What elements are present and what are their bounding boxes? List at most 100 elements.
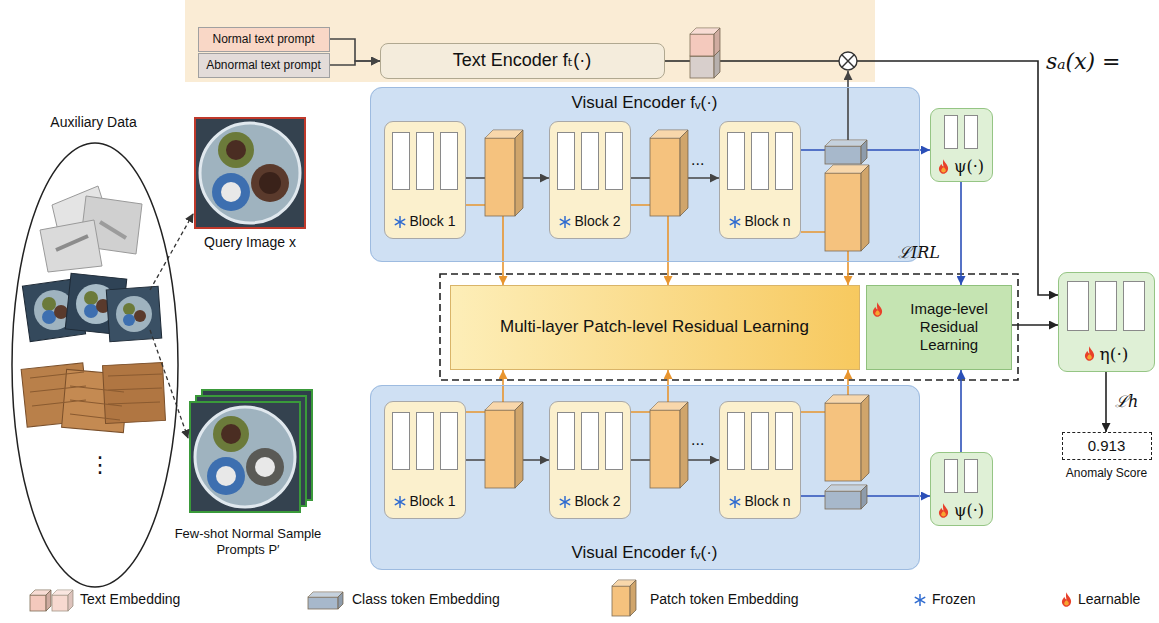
feature-slot bbox=[964, 115, 978, 149]
node-label: Block 1 bbox=[410, 213, 456, 230]
residual-group-outline bbox=[440, 274, 1018, 380]
class-token bbox=[861, 140, 867, 164]
frozen-icon bbox=[395, 499, 404, 504]
multiply-symbol bbox=[842, 55, 855, 68]
patch-residual-box: Multi-layer Patch-level Residual Learnin… bbox=[450, 285, 860, 370]
feature-slot bbox=[605, 132, 623, 190]
feature-slot bbox=[416, 412, 434, 470]
legend-swatch bbox=[308, 592, 343, 597]
feature-slot bbox=[964, 459, 978, 493]
frozen-icon bbox=[729, 496, 741, 508]
feature-slot bbox=[775, 132, 793, 190]
flow-arrow bbox=[960, 370, 962, 452]
patch-token bbox=[680, 130, 688, 216]
query-image bbox=[221, 182, 241, 202]
auxiliary-wood-tiles bbox=[30, 372, 162, 420]
ellipsis: ... bbox=[691, 430, 704, 449]
patch-token bbox=[825, 165, 869, 251]
frozen-icon bbox=[729, 216, 741, 228]
patch-token bbox=[650, 130, 688, 216]
class-token bbox=[825, 485, 867, 509]
projection-head: ψ(·) bbox=[930, 108, 993, 182]
visual-encoder-panel: Visual Encoder fᵥ(·)Block 1Block 2Block … bbox=[370, 385, 920, 570]
legend-swatch bbox=[308, 597, 338, 609]
legend-swatch bbox=[338, 592, 343, 609]
few-shot-normal-images bbox=[221, 424, 241, 444]
legend-swatch bbox=[52, 595, 68, 611]
patch-token bbox=[861, 165, 869, 251]
frozen-icon bbox=[560, 219, 569, 224]
legend-text: Class token Embedding bbox=[352, 591, 500, 608]
learnable-icon bbox=[941, 510, 946, 516]
edge-label: ℒh bbox=[1113, 392, 1140, 411]
patch-token bbox=[825, 395, 869, 481]
feature-slot bbox=[1067, 281, 1089, 331]
image-caption: Query Image x bbox=[204, 234, 296, 251]
frozen-icon bbox=[730, 499, 739, 504]
feature-slot bbox=[440, 132, 458, 190]
patch-token bbox=[861, 395, 869, 481]
patch-token bbox=[650, 410, 680, 488]
node-label: ψ(·) bbox=[954, 157, 984, 176]
query-image bbox=[251, 164, 289, 202]
encoder-panel-fill bbox=[370, 87, 920, 262]
frozen-icon bbox=[915, 597, 924, 602]
learnable-icon bbox=[939, 503, 948, 518]
query-image bbox=[212, 173, 250, 211]
auxiliary-gray-tiles bbox=[40, 220, 102, 272]
few-shot-normal-images bbox=[255, 457, 275, 477]
auxiliary-cable-tiles bbox=[134, 310, 146, 322]
node-label: Visual Encoder fᵥ(·) bbox=[572, 93, 718, 113]
node-label: Image-level Residual Learning bbox=[889, 300, 1009, 354]
ellipsis: ... bbox=[691, 150, 704, 169]
node-label: Block n bbox=[745, 493, 791, 510]
frozen-icon bbox=[730, 499, 739, 504]
auxiliary-cable-tiles bbox=[22, 273, 161, 342]
sampling-arrow bbox=[150, 214, 193, 438]
legend-swatch bbox=[30, 590, 51, 611]
auxiliary-cable-tiles bbox=[116, 296, 152, 332]
patch-token bbox=[515, 130, 523, 216]
node-label: Block n bbox=[745, 213, 791, 230]
learnable-icon bbox=[941, 166, 946, 172]
node-label: Multi-layer Patch-level Residual Learnin… bbox=[500, 317, 809, 337]
learnable-icon bbox=[938, 503, 949, 518]
node-label: Abnormal text prompt bbox=[206, 58, 321, 72]
learnable-icon bbox=[938, 159, 949, 174]
feature-slot bbox=[581, 132, 599, 190]
legend-text: Text Embedding bbox=[80, 591, 180, 608]
few-shot-normal-images bbox=[216, 466, 236, 486]
legend-swatch bbox=[30, 595, 46, 611]
feature-slot bbox=[751, 132, 769, 190]
few-shot-normal-images bbox=[246, 448, 284, 486]
auxiliary-cable-tiles bbox=[84, 304, 98, 318]
loss-label: ℒIRL bbox=[898, 243, 940, 262]
query-image bbox=[195, 118, 305, 228]
class-token bbox=[825, 140, 867, 146]
frozen-icon bbox=[560, 219, 569, 224]
score-formula: sₐ(x) = bbox=[1046, 49, 1121, 75]
class-token bbox=[861, 485, 867, 509]
caption-text: Anomaly Score bbox=[1066, 466, 1147, 480]
auxiliary-cable-tiles bbox=[42, 310, 56, 324]
legend-swatch bbox=[46, 590, 51, 611]
scoring-head: η(·) bbox=[1058, 272, 1155, 372]
legend-swatch bbox=[308, 592, 343, 609]
few-shot-normal-images bbox=[190, 402, 300, 512]
learnable-icon bbox=[1064, 600, 1069, 606]
frozen-icon bbox=[915, 597, 924, 602]
text-embedding bbox=[690, 56, 714, 78]
patch-token bbox=[825, 173, 861, 251]
learnable-icon bbox=[872, 302, 883, 317]
query-image bbox=[218, 132, 254, 168]
class-token bbox=[825, 485, 867, 491]
frozen-icon bbox=[395, 219, 404, 224]
legend-swatch bbox=[52, 590, 73, 611]
encoder-block: Block 2 bbox=[549, 121, 631, 239]
frozen-icon bbox=[914, 594, 926, 606]
node-label: Visual Encoder fᵥ(·) bbox=[572, 543, 718, 563]
visual-encoder-panel: Visual Encoder fᵥ(·) Block 1 Block 2 Block … bbox=[370, 87, 920, 262]
patch-token bbox=[515, 130, 523, 216]
auxiliary-cable-tiles bbox=[123, 314, 135, 326]
auxiliary-cable-tiles bbox=[123, 303, 135, 315]
